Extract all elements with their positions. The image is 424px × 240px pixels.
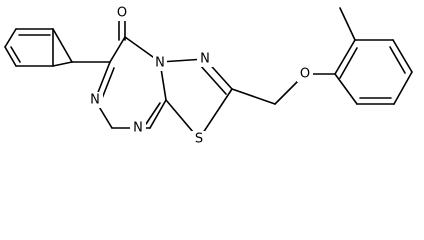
bond xyxy=(109,36,126,63)
bond xyxy=(4,46,17,67)
bond xyxy=(339,47,358,79)
bond xyxy=(10,46,21,63)
atom-s: S xyxy=(195,132,203,147)
atom-n-bridgehead: N xyxy=(155,56,165,71)
bond xyxy=(4,28,17,48)
bond xyxy=(52,28,73,63)
atom-o-ether: O xyxy=(300,67,310,82)
atom-n-triazine-a: N xyxy=(90,93,100,108)
bond xyxy=(231,88,276,105)
bond xyxy=(199,64,227,95)
bond xyxy=(100,67,115,102)
bond xyxy=(198,88,233,140)
structure-canvas: O N N N N S O xyxy=(4,5,413,147)
phenyl-ring xyxy=(4,28,73,67)
bond xyxy=(389,46,406,74)
bond xyxy=(52,61,73,67)
atom-n-triazine-b: N xyxy=(133,121,143,136)
bond xyxy=(393,71,413,105)
molecule-diagram: O N N N N S O xyxy=(4,5,413,147)
bond xyxy=(334,73,358,105)
methylene-ether-linker xyxy=(231,73,306,105)
thiadiazole-ring xyxy=(159,58,233,140)
bond xyxy=(392,39,413,73)
atom-labels: O N N N N S O xyxy=(87,5,313,147)
atom-o-carbonyl: O xyxy=(117,6,127,21)
bond xyxy=(145,102,161,125)
tolyl-ring xyxy=(304,7,413,105)
bond xyxy=(149,99,167,129)
methyl-bond xyxy=(339,7,356,41)
bond xyxy=(334,39,356,75)
triazinone-ring xyxy=(71,20,167,129)
atom-n-thiadiazole: N xyxy=(200,52,210,67)
